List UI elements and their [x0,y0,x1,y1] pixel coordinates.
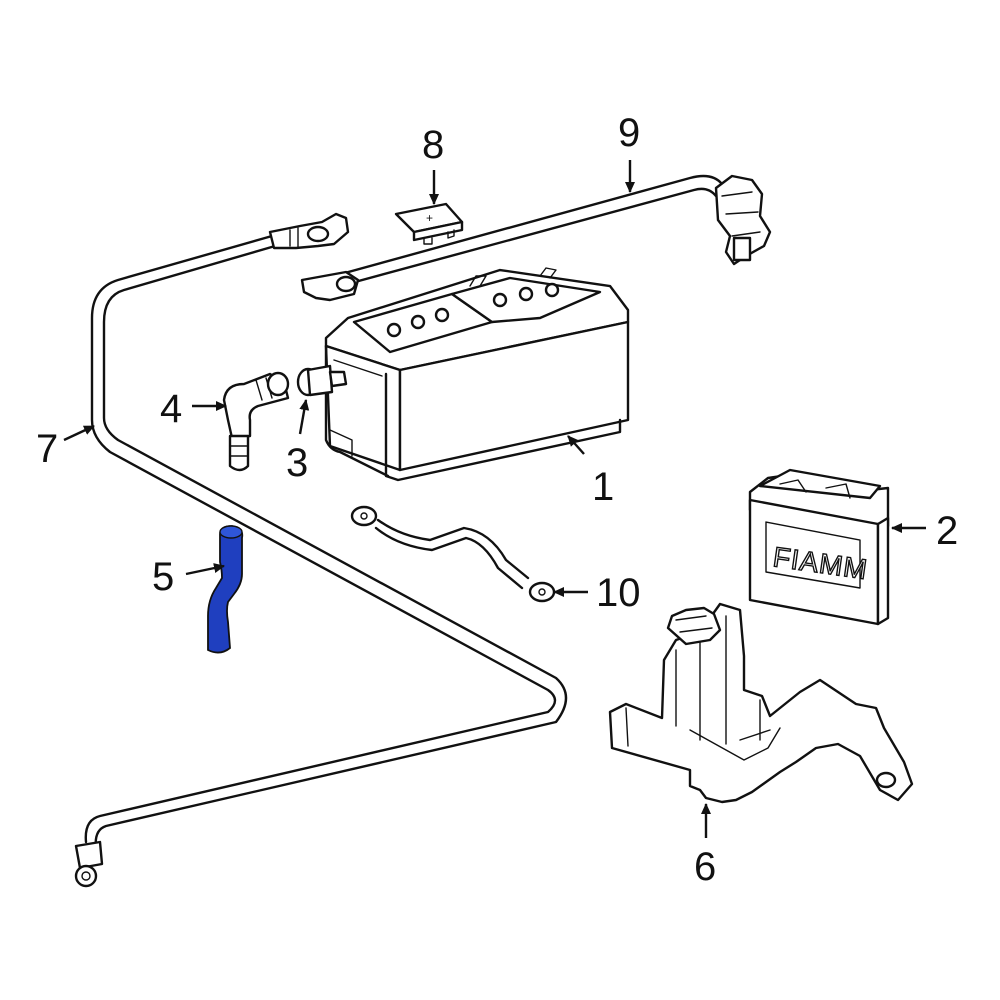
part-9-positive-cable[interactable] [300,174,772,302]
callout-arrows [63,160,926,838]
part-3-vent-plug[interactable] [296,364,348,397]
callout-8: 8 [422,123,444,167]
callout-2: 2 [936,509,958,553]
part-6-battery-bracket[interactable] [608,602,914,804]
callout-10: 10 [596,571,641,615]
callout-1: 1 [592,465,614,509]
cover-plus-symbol: + [426,211,433,225]
part-7-negative-cable[interactable] [74,212,568,888]
callout-7: 7 [36,427,58,471]
part-1-main-battery[interactable] [324,267,630,482]
callout-labels: 1 2 3 4 5 6 7 8 9 10 [36,111,958,889]
part-2-auxiliary-battery[interactable]: FIAMM [748,468,890,626]
part-4-vent-elbow[interactable] [222,371,290,472]
part-5-vent-hose[interactable] [207,525,244,654]
callout-4: 4 [160,387,182,431]
callout-6: 6 [694,845,716,889]
callout-5: 5 [152,555,174,599]
part-8-terminal-cover[interactable]: + [394,202,464,245]
callout-9: 9 [618,111,640,155]
callout-3: 3 [286,441,308,485]
part-10-ground-strap[interactable] [350,505,556,603]
